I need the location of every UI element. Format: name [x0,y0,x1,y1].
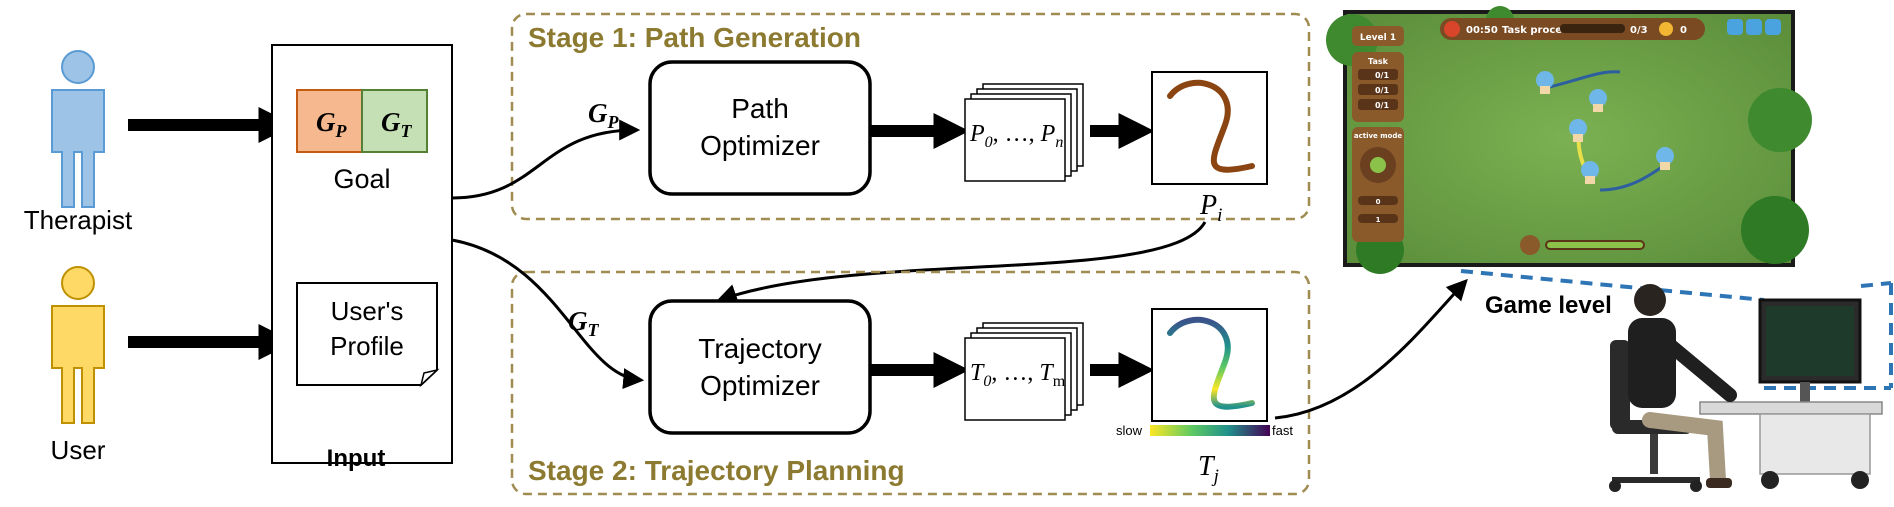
stage1-title: Stage 1: Path Generation [528,22,861,53]
svg-text:P0, …, Pn: P0, …, Pn [969,121,1063,151]
svg-text:T0, …, Tm: T0, …, Tm [970,360,1066,390]
svg-text:1: 1 [1376,216,1381,224]
trajectory-optimizer-line2: Optimizer [700,370,820,401]
stage2-title: Stage 2: Trajectory Planning [528,455,905,486]
game-task-header: Task [1368,57,1389,66]
svg-text:Pi: Pi [1199,190,1222,226]
path-optimizer-line2: Optimizer [700,130,820,161]
goal-gt-text: G [381,107,401,137]
to-game-arrow [1274,278,1468,420]
path-optimizer-line1: Path [731,93,789,124]
trajectory-curve [1167,316,1255,410]
stage1-input-arrow [451,119,641,200]
goal-gp-text: G [316,107,336,137]
trajectory-candidate-stack [964,322,1084,421]
rehab-station-photo [1609,284,1883,492]
game-mushrooms [1536,71,1674,184]
svg-text:GT: GT [568,306,600,340]
game-sound-button[interactable] [1727,19,1743,35]
svg-text:0: 0 [1376,198,1381,206]
therapist-label: Therapist [24,205,133,235]
stage1-input-label: G [588,98,608,128]
path-curve [1167,79,1255,173]
game-screenshot: 00:50 Task process 0/3 0 Level 1 Task 0/… [1326,6,1812,274]
svg-text:GT: GT [381,107,413,141]
svg-text:Tj: Tj [1198,451,1219,487]
stage2-input-label: G [568,306,588,336]
goal-label: Goal [333,164,390,194]
stage2-input-arrow [451,238,645,390]
colorbar-slow: slow [1116,423,1143,438]
path-output-label: P [1199,190,1217,221]
game-level: Level 1 [1360,33,1396,43]
therapist-figure [51,50,105,208]
path-optimizer-box [648,60,872,196]
profile-line1: User's [331,296,404,326]
trajectory-optimizer-line1: Trajectory [698,333,821,364]
user-label: User [51,435,106,465]
colorbar-fast: fast [1272,423,1293,438]
game-task-row: 0/1 [1375,86,1389,95]
stage1-to-stage2-arrow [716,221,1207,305]
game-joystick[interactable] [1370,157,1386,173]
game-task-process: Task process [1502,25,1574,36]
game-progress: 0/3 [1630,25,1648,36]
game-level-caption: Game level [1485,292,1612,319]
speed-colorbar [1150,425,1270,436]
profile-line2: Profile [330,331,404,361]
path-candidate-stack [964,83,1084,182]
goal-gt-cell [361,89,428,153]
game-task-row: 0/1 [1375,101,1389,110]
game-timer: 00:50 [1466,25,1498,36]
path-set-label: P [969,121,985,147]
input-caption: Input [327,445,386,472]
game-task-row: 0/1 [1375,71,1389,80]
game-pause-button[interactable] [1746,19,1762,35]
svg-text:GP: GP [316,107,348,141]
trajectory-output-label: T [1198,451,1216,482]
user-figure [51,266,105,424]
svg-text:GP: GP [588,98,620,132]
trajectory-set-label: T [970,360,985,386]
game-coins: 0 [1680,25,1687,36]
trajectory-optimizer-box [648,299,872,435]
game-active-mode: active mode [1354,132,1402,140]
game-restart-button[interactable] [1765,19,1781,35]
stage2-frame [510,270,1311,496]
